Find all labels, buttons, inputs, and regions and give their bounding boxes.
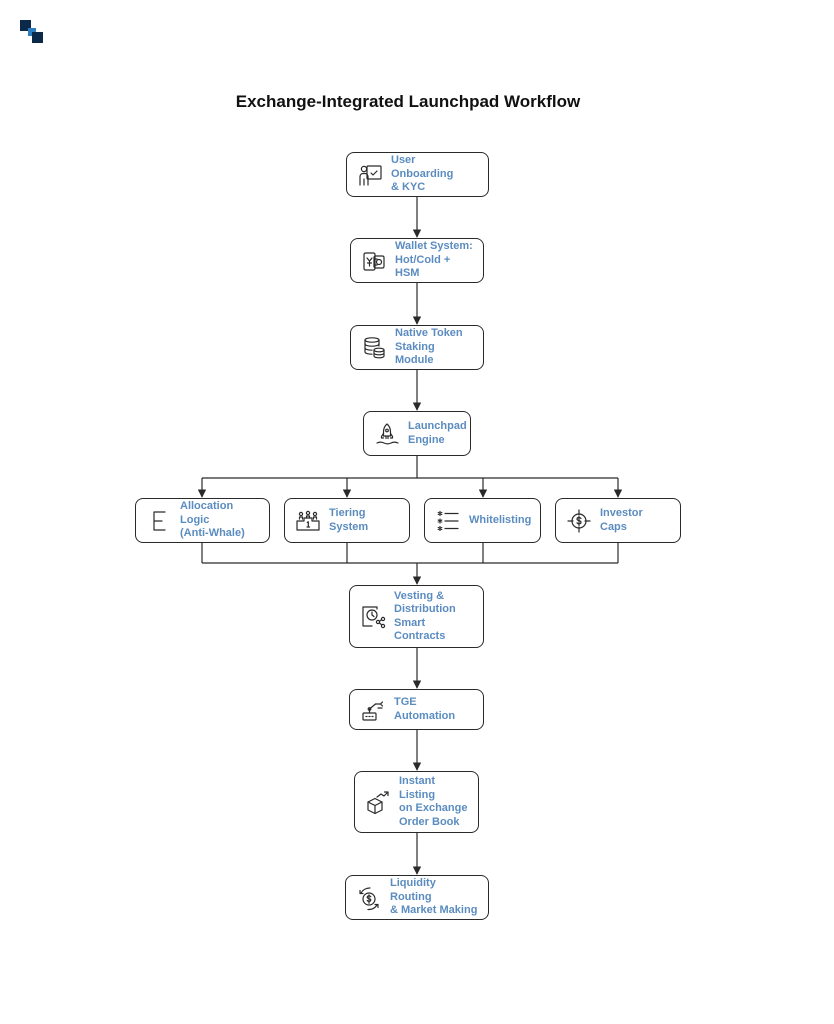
user-checklist-icon bbox=[359, 164, 382, 186]
clock-network-icon bbox=[362, 605, 386, 628]
box-growth-icon bbox=[367, 791, 389, 815]
node-whitelisting-label: Whitelisting bbox=[469, 513, 532, 526]
coin-routing-icon bbox=[359, 886, 379, 910]
node-tiering-system: Tiering System bbox=[284, 498, 410, 543]
node-native-token-staking-label: Native Token Staking Module bbox=[395, 327, 463, 367]
node-liquidity-routing-label: Liquidity Routing & Market Making bbox=[390, 877, 478, 917]
node-native-token-staking: Native Token Staking Module bbox=[350, 325, 484, 370]
node-allocation-logic-label: Allocation Logic (Anti-Whale) bbox=[180, 500, 245, 540]
node-vesting-distribution-label: Vesting & Distribution Smart Contracts bbox=[394, 589, 456, 643]
podium-icon bbox=[296, 510, 320, 531]
node-tge-automation: TGE Automation bbox=[349, 689, 484, 730]
node-user-onboarding-label: User Onboarding & KYC bbox=[391, 154, 454, 194]
diagram-title: Exchange-Integrated Launchpad Workflow bbox=[235, 92, 581, 111]
robot-arm-icon bbox=[362, 700, 384, 721]
node-tiering-system-label: Tiering System bbox=[329, 507, 369, 533]
node-user-onboarding: User Onboarding & KYC bbox=[346, 152, 489, 197]
coin-stack-icon bbox=[364, 336, 385, 358]
node-wallet-system-label: Wallet System: Hot/Cold + HSM bbox=[395, 240, 473, 280]
brand-logo-icon bbox=[20, 20, 43, 43]
allocation-bracket-icon bbox=[153, 510, 166, 531]
rocket-launch-icon bbox=[376, 422, 399, 444]
node-investor-caps-label: Investor Caps bbox=[600, 507, 643, 533]
node-liquidity-routing: Liquidity Routing & Market Making bbox=[345, 875, 489, 920]
node-vesting-distribution: Vesting & Distribution Smart Contracts bbox=[349, 585, 484, 648]
node-launchpad-engine: Launchpad Engine bbox=[363, 411, 471, 456]
wallet-vault-icon bbox=[363, 251, 385, 271]
node-instant-listing: Instant Listing on Exchange Order Book bbox=[354, 771, 479, 833]
asterisk-list-icon bbox=[437, 510, 459, 531]
node-tge-automation-label: TGE Automation bbox=[394, 696, 456, 722]
node-instant-listing-label: Instant Listing on Exchange Order Book bbox=[399, 775, 468, 828]
node-wallet-system: Wallet System: Hot/Cold + HSM bbox=[350, 238, 484, 283]
target-dollar-icon bbox=[567, 508, 591, 533]
node-whitelisting: Whitelisting bbox=[424, 498, 541, 543]
node-launchpad-engine-label: Launchpad Engine bbox=[408, 420, 467, 446]
node-allocation-logic: Allocation Logic (Anti-Whale) bbox=[135, 498, 270, 543]
node-investor-caps: Investor Caps bbox=[555, 498, 681, 543]
